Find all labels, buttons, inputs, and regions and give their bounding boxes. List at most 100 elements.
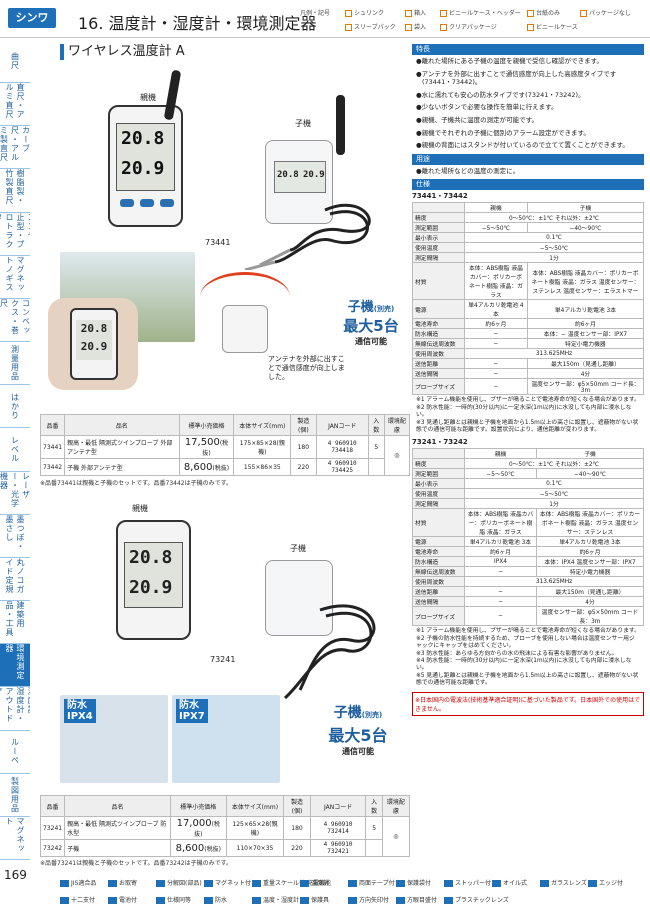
symbol-legend-item: 電池付: [108, 895, 137, 904]
spec-cell: 本体：IPX4 温度センサー部：IPX7: [535, 556, 645, 568]
spec-cell: 最小表示: [412, 478, 465, 490]
spec-notes-a: ※1 アラーム機能を使用し、ブザーが鳴ることで電池寿命が短くなる場合があります。…: [412, 395, 644, 436]
table-row: 73242 子機 8,600(税抜) 110×70×35 220 4 96091…: [39, 839, 410, 857]
spec-row: 防水構造−本体：− 温度センサー部：IPX7: [412, 328, 645, 340]
spec-cell: 送信距離: [412, 358, 465, 370]
col-header: JANコード: [315, 414, 369, 436]
hand-held-unit-photo: 20.8 20.9: [48, 298, 138, 390]
spec-cell: −5〜50℃: [464, 488, 644, 500]
sidebar-tab[interactable]: レーザー・光学機器: [0, 472, 30, 515]
jan-barcode: 4 960910 732421: [309, 839, 367, 857]
spec-cell: 0〜50℃：±1℃ それ以外：±2℃: [464, 458, 644, 470]
product-code: 73441: [39, 435, 66, 459]
feature-item: ●親機でそれぞれの子機に個別のアラーム設定ができます。: [416, 128, 590, 137]
sidebar-tab[interactable]: レベル: [0, 428, 30, 472]
sidebar-tab[interactable]: ルーペ: [0, 731, 30, 774]
symbol-icon: [156, 880, 165, 887]
symbol-legend-item: 十二支付: [60, 895, 95, 904]
probe-cables-image: [244, 203, 371, 270]
col-header: 環境配慮: [383, 414, 411, 436]
col-header: 製造(個): [290, 414, 317, 436]
symbol-legend-item: 分解図(部品): [156, 878, 202, 887]
table-row: 73441 親高・最低 隔測式ツインプローブ 外部アンテナ型 17,500(税抜…: [39, 435, 411, 476]
lcd-bottom-reading: 20.9: [121, 158, 165, 179]
sidebar-tab[interactable]: 直尺・アルミ直尺: [0, 83, 30, 127]
table-header-row: 品番 品名 標準小売価格 本体サイズ(mm) 製造(個) JANコード 入数 環…: [39, 795, 411, 817]
parent-unit-label: 親機: [132, 504, 148, 513]
features-heading: 特長: [412, 44, 644, 55]
bubble-line1: 子機: [333, 705, 362, 721]
bubble-line2: 最大5台: [343, 317, 399, 335]
spec-cell: 4分: [526, 368, 645, 380]
sidebar-tab[interactable]: 製図用品: [0, 774, 30, 817]
legend-item: 箱入: [405, 8, 426, 17]
spec-cell: 精度: [412, 458, 465, 470]
price: 8,600: [175, 842, 205, 854]
sidebar-tab[interactable]: マグネット: [0, 817, 30, 860]
feature-item: ●親機の背面にはスタンドが付いているので立てて置くことができます。: [416, 141, 629, 150]
sidebar-tab[interactable]: 環境測定器: [0, 644, 30, 688]
spec-cell: 特定小電力機器: [526, 338, 645, 350]
spec-row: プローブサイズ−温度センサー部：φ5×50mm コード長：3m: [412, 378, 645, 396]
legend-item: 台紙のみ: [527, 8, 560, 17]
sidebar-tab[interactable]: 測量用品: [0, 342, 30, 386]
symbol-legend-item: 仕様同等: [156, 895, 191, 904]
sidebar-tab[interactable]: 建築用品・工具: [0, 601, 30, 645]
sidebar-tab[interactable]: スコヤ・止型・プロトラクター: [0, 213, 30, 256]
price: 17,000: [176, 818, 212, 829]
product-title: ワイヤレス温度計 A: [60, 44, 185, 60]
spec-cell: 防水構造: [412, 328, 465, 340]
vinyl-case-header-icon: [440, 10, 447, 17]
spec-cell: 単4アルカリ乾電池 3本: [526, 299, 645, 320]
symbol-icon: [108, 880, 117, 887]
vinyl-case-icon: [527, 24, 534, 31]
spec-cell: −5〜50℃: [464, 242, 644, 254]
spec-row: 電池寿命約6ヶ月約6ヶ月: [412, 546, 645, 558]
spec-note: ※5 見通し距離とは親機と子機を地面から1.5m以上の高さに設置し、遮蔽物がない…: [416, 672, 639, 687]
spec-cell: 送信間隔: [412, 596, 465, 608]
legend-item: シュリンク: [345, 8, 384, 17]
sidebar-tab[interactable]: 樹脂製・竹製直尺: [0, 169, 30, 213]
product-code: 73242: [39, 839, 66, 857]
table-row: 73442 子機 外部アンテナ型 8,600(税抜) 155×86×35 220…: [39, 458, 410, 476]
bag-icon: [405, 24, 412, 31]
symbol-icon: [156, 897, 165, 904]
symbol-legend-item: 保護具: [300, 895, 329, 904]
spec-row: 送信距離−最大150m（見通し距離）: [412, 358, 645, 370]
lcd-bottom-reading: 20.9: [80, 340, 108, 353]
symbol-legend-item: 方向矢印付: [348, 895, 389, 904]
spec-cell: 約6ヶ月: [535, 546, 645, 558]
page-number: 169: [4, 868, 27, 882]
tax-note: (税抜): [204, 845, 221, 853]
tax-note: (税抜): [194, 821, 220, 838]
price: 17,500: [184, 437, 220, 448]
symbol-icon: [588, 880, 597, 887]
spec-note: ※2 防水性能：一時的(30分以内)に一定水深(1m以内)に水没しても内部に浸水…: [416, 404, 632, 419]
sidebar-tab[interactable]: コンベックス・巻尺: [0, 299, 30, 343]
spec-row: 送信距離−最大150m（見通し距離）: [412, 586, 645, 598]
sidebar-tab[interactable]: 墨つぼ・墨さし: [0, 515, 30, 558]
symbol-legend-item: 方眼目盛付: [396, 895, 437, 904]
spec-cell: IPX4: [464, 556, 537, 568]
sidebar-tab[interactable]: 丸ノコガイド定規: [0, 558, 30, 602]
symbol-legend-item: オイル式: [492, 878, 527, 887]
waterproof-label: 防水: [67, 700, 87, 711]
sidebar-tab[interactable]: マグネットノギス: [0, 256, 30, 299]
spec-cell: 送信間隔: [412, 368, 465, 380]
bubble-line3: 通信可能: [355, 337, 387, 346]
symbol-legend: JIS適合品お取寄分解図(部品)マグネット付重量スケール付/充電機能温度計両面テ…: [60, 878, 640, 916]
sidebar-tab[interactable]: 曲尺: [0, 40, 30, 84]
brand-logo: シンワ: [8, 8, 56, 28]
sidebar-tab[interactable]: はかり: [0, 385, 30, 429]
radio-law-warning: ※日本国内の電波法(技術基準適合証明)に基づいた製品です。日本国外での使用はでき…: [412, 691, 644, 716]
symbol-icon: [60, 897, 69, 904]
sidebar-tab[interactable]: 温度計・湿度計・アウトドア: [0, 687, 30, 731]
col-header: 製造(個): [283, 795, 311, 817]
sidebar-tab[interactable]: カーブ尺・アルミ製直尺: [0, 126, 30, 170]
spec-cell: 子機: [526, 202, 645, 214]
